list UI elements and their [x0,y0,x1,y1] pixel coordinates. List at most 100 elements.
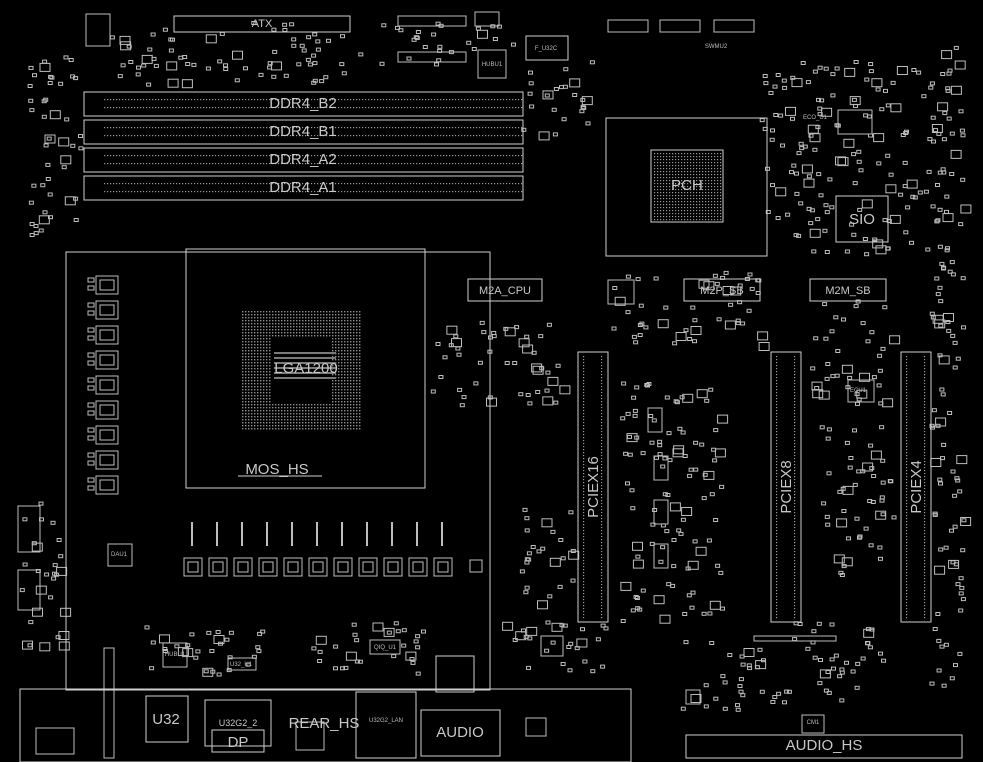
socket-pin [260,347,262,349]
vrm-cap [87,277,95,283]
pciex8-contact [794,503,796,505]
dimm-pin [518,183,520,185]
socket-pin [341,371,343,373]
dimm-pin [146,135,148,137]
vrm-choke [283,557,303,577]
socket-pin [260,332,262,334]
smd-component [56,566,68,576]
dimm-pin [152,191,154,193]
socket-pin [272,419,274,421]
pciex16-contact [583,461,585,463]
socket-pin [293,335,295,337]
pch-ball [657,177,659,179]
smd-component [568,510,574,515]
socket-pin [335,359,337,361]
pciex8-contact [794,464,796,466]
smd-component [864,252,870,257]
pciex8-contact [776,518,778,520]
smd-component [940,167,946,172]
smd-component [790,116,795,121]
socket-pin [338,332,340,334]
socket-pin [341,314,343,316]
pciex8-contact [794,449,796,451]
smd-component [435,21,441,26]
dimm-pin [485,107,487,109]
pciex4-contact [906,479,908,481]
pch-ball [654,219,656,221]
dimm-pin [350,127,352,129]
smd-component [307,62,313,67]
pch-ball [696,165,698,167]
vrm-mosfet [99,429,115,441]
pciex8-contact [794,497,796,499]
socket-pin [272,329,274,331]
socket-pin [263,395,265,397]
pch-ball [654,210,656,212]
pch-ball [675,195,677,197]
socket-pin [254,383,256,385]
socket-pin [287,320,289,322]
pch-ball [660,153,662,155]
socket-pin [284,329,286,331]
pch-ball [693,165,695,167]
pch-ball [675,186,677,188]
socket-pin [338,428,340,430]
socket-pin [338,341,340,343]
vrm-choke [208,557,228,577]
socket-pin [281,317,283,319]
pch-ball [687,195,689,197]
pch-ball [657,216,659,218]
smd-component [553,87,559,91]
pch-ball [693,216,695,218]
pch-ball [657,207,659,209]
dimm-pin [140,135,142,137]
smd-component [68,58,74,62]
dimm-pin [476,107,478,109]
smd-component [512,638,518,642]
dimm-pin [416,107,418,109]
dimm-pin [233,99,235,101]
dimm-pin [245,155,247,157]
dimm-pin [119,127,121,129]
pch-ball [684,183,686,185]
pch-ball [705,168,707,170]
dimm-pin [374,107,376,109]
dimm-pin [314,163,316,165]
smd-component [73,218,79,222]
component-footprints [17,11,972,759]
smd-component [522,507,528,512]
rear-connector [35,727,75,755]
mos-right [653,455,669,481]
socket-pin [251,353,253,355]
pciex4-contact [924,476,926,478]
smd-component [930,115,936,120]
pch-ball [666,180,668,182]
dimm-pin [353,107,355,109]
smd-component [837,157,849,167]
socket-pin [257,335,259,337]
pciex8-contact [794,536,796,538]
pciex4-contact [924,377,926,379]
dimm-pin [191,135,193,137]
dimm-pin [368,191,370,193]
socket-pin [338,425,340,427]
socket-pin [314,311,316,313]
pciex4-contact [924,581,926,583]
smd-component [521,127,527,132]
pciex4-contact [924,611,926,613]
vrm-choke [95,325,119,345]
pciex16-contact [601,500,603,502]
pch-ball [705,186,707,188]
dimm-pin [296,107,298,109]
pch-ball [657,195,659,197]
socket-pin [263,341,265,343]
smd-component [714,448,726,458]
smd-component [663,305,669,310]
pch-ball [720,198,722,200]
socket-pin [344,425,346,427]
smd-component [352,632,358,637]
smd-component [526,626,538,636]
smd-component [665,493,671,497]
socket-pin [248,404,250,406]
smd-component [49,110,61,120]
